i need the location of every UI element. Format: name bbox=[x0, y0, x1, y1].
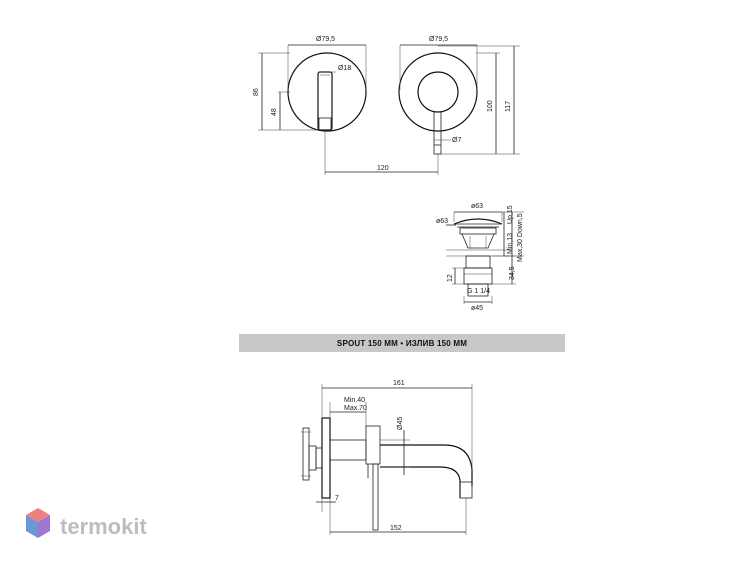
side-min: Min.40 bbox=[344, 397, 365, 404]
left-plate-diameter: Ø79,5 bbox=[316, 36, 335, 43]
stem-diameter: Ø7 bbox=[452, 137, 461, 144]
drain-updown: Up,15 bbox=[507, 205, 514, 224]
spout-diameter: Ø45 bbox=[397, 417, 404, 430]
side-max: Max.70 bbox=[344, 405, 367, 412]
brand-logo: termokit bbox=[50, 508, 147, 546]
drain-top-diameter: ø63 bbox=[471, 203, 483, 210]
front-view-right: Ø79,5 Ø7 100 117 120 bbox=[324, 36, 520, 175]
right-height-total: 117 bbox=[505, 101, 512, 112]
side-view: 161 Min.40 Max.70 Ø45 7 152 bbox=[301, 380, 473, 535]
drain-drawing: ø63 ø63 Up,15 Min,13 Max,30 Down,5 34,5 … bbox=[436, 203, 524, 312]
left-height-axis: 48 bbox=[271, 108, 278, 116]
spout-banner-text: SPOUT 150 MM • ИЗЛИВ 150 MM bbox=[336, 338, 468, 348]
right-plate-diameter: Ø79,5 bbox=[429, 36, 448, 43]
logo-cube-icon bbox=[26, 508, 50, 538]
drain-side-diameter: ø63 bbox=[436, 218, 448, 225]
side-reach: 152 bbox=[390, 525, 402, 532]
drain-height: 34,5 bbox=[509, 266, 516, 280]
front-view-left: Ø79,5 Ø18 86 48 bbox=[253, 36, 367, 132]
handle-diameter: Ø18 bbox=[338, 65, 351, 72]
drain-thread: G 1 1/4 bbox=[467, 288, 490, 295]
center-spacing: 120 bbox=[377, 165, 389, 172]
side-total-length: 161 bbox=[393, 380, 405, 387]
right-height-inner: 100 bbox=[487, 100, 494, 112]
drain-max-down: Max,30 Down,5 bbox=[517, 213, 524, 262]
spout-banner: SPOUT 150 MM • ИЗЛИВ 150 MM bbox=[239, 334, 565, 352]
drain-min: Min,13 bbox=[507, 233, 514, 254]
drain-bottom-diameter: ø45 bbox=[471, 305, 483, 312]
brand-logo-text: termokit bbox=[60, 514, 147, 539]
plate-thickness: 7 bbox=[335, 495, 339, 502]
drain-height-2: 12 bbox=[447, 274, 454, 282]
left-height-total: 86 bbox=[253, 88, 260, 96]
